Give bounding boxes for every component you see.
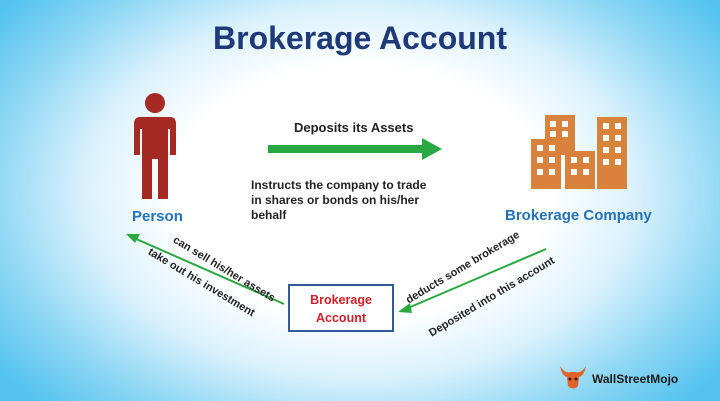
instruction-line: in shares or bonds on his/her: [251, 193, 420, 207]
brokerage-account-box: Brokerage Account: [288, 284, 394, 332]
person-label: Person: [132, 208, 183, 225]
deposits-label: Deposits its Assets: [294, 120, 414, 135]
instruction-line: behalf: [251, 208, 287, 222]
box-line: Brokerage: [310, 293, 372, 307]
brand-name: WallStreetMojo: [592, 372, 679, 386]
instruction-line: Instructs the company to trade: [251, 178, 427, 192]
buildings-icon: [531, 115, 627, 189]
page-title: Brokerage Account: [213, 20, 507, 56]
deposit-arrow: [268, 138, 442, 160]
instruction-text: Instructs the company to trade in shares…: [251, 178, 461, 223]
company-label: Brokerage Company: [505, 207, 652, 224]
box-line: Account: [316, 311, 366, 325]
bull-logo-icon: [560, 366, 586, 389]
person-icon: [134, 93, 176, 199]
